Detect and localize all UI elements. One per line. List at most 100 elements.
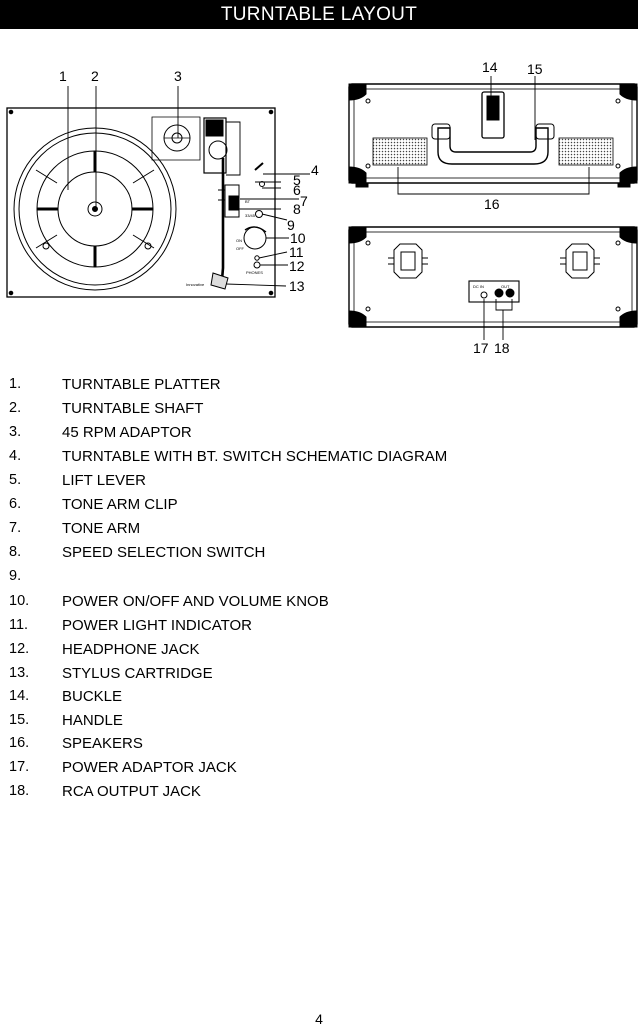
part-name: LIFT LEVER — [62, 472, 146, 489]
list-item: 4. TURNTABLE WITH BT. SWITCH SCHEMATIC D… — [0, 448, 638, 470]
callout-1: 1 — [59, 68, 67, 84]
callout-3: 3 — [174, 68, 182, 84]
part-name: 45 RPM ADAPTOR — [62, 424, 192, 441]
part-number: 5. — [9, 472, 22, 488]
platter-icon — [13, 127, 177, 291]
part-name: TURNTABLE WITH BT. SWITCH SCHEMATIC DIAG… — [62, 448, 448, 465]
headphone-jack-icon — [253, 261, 261, 269]
list-item: 12. HEADPHONE JACK — [0, 641, 638, 663]
part-number: 18. — [9, 783, 30, 799]
list-item: 6. TONE ARM CLIP — [0, 496, 638, 518]
part-number: 1. — [9, 376, 22, 392]
brand-label: Innovative — [186, 282, 205, 287]
power-light-icon — [254, 255, 260, 261]
list-item: 17. POWER ADAPTOR JACK — [0, 759, 638, 781]
part-name: HEADPHONE JACK — [62, 641, 200, 658]
part-name: SPEAKERS — [62, 735, 143, 752]
callout-8: 8 — [293, 201, 301, 217]
speed-switch-icon — [255, 210, 263, 218]
list-item: 2. TURNTABLE SHAFT — [0, 400, 638, 422]
page-number: 4 — [315, 1011, 323, 1027]
speaker-right-icon — [558, 137, 614, 166]
foot-right-icon — [560, 243, 600, 279]
part-name: POWER LIGHT INDICATOR — [62, 617, 253, 634]
turntable-top-view — [6, 107, 276, 298]
power-jack-icon — [480, 291, 488, 299]
cartridge-icon — [210, 272, 229, 290]
callout-4: 4 — [311, 162, 319, 178]
volume-knob-icon — [243, 226, 267, 250]
part-name: SPEED SELECTION SWITCH — [62, 544, 266, 561]
list-item: 1. TURNTABLE PLATTER — [0, 376, 638, 398]
callout-leaders — [67, 86, 310, 287]
list-item: 13. STYLUS CARTRIDGE — [0, 665, 638, 687]
callout-17: 17 — [473, 340, 489, 356]
adaptor-icon — [151, 116, 201, 161]
handle-icon — [437, 127, 549, 165]
case-front-view — [348, 83, 638, 188]
list-item: 3. 45 RPM ADAPTOR — [0, 424, 638, 446]
turntable-diagram: 33/45 BT ON OFF PHONES Innovative 1 2 3 … — [6, 59, 638, 356]
part-number: 3. — [9, 424, 22, 440]
callout-18: 18 — [494, 340, 510, 356]
phones-label: PHONES — [246, 270, 263, 275]
speaker-left-icon — [372, 137, 428, 166]
list-item: 7. TONE ARM — [0, 520, 638, 542]
callout-5: 5 — [293, 172, 301, 188]
part-name: POWER ADAPTOR JACK — [62, 759, 237, 776]
callout-11: 11 — [289, 244, 304, 260]
part-number: 8. — [9, 544, 22, 560]
list-item: 5. LIFT LEVER — [0, 472, 638, 494]
part-name: HANDLE — [62, 712, 123, 729]
part-name: TONE ARM CLIP — [62, 496, 178, 513]
part-number: 12. — [9, 641, 30, 657]
callout-12: 12 — [289, 258, 305, 274]
buckle-icon — [481, 91, 505, 139]
jack-left-label: DC IN — [473, 284, 484, 289]
part-name: POWER ON/OFF AND VOLUME KNOB — [62, 593, 329, 610]
list-item: 15. HANDLE — [0, 712, 638, 734]
part-number: 13. — [9, 665, 30, 681]
lift-lever-icon — [254, 162, 264, 171]
list-item: 8. SPEED SELECTION SWITCH — [0, 544, 638, 566]
jack-right-label: OUT — [501, 284, 510, 289]
off-text: OFF — [236, 246, 245, 251]
header-bar — [0, 0, 638, 29]
part-number: 15. — [9, 712, 30, 728]
part-number: 4. — [9, 448, 22, 464]
list-item: 18. RCA OUTPUT JACK — [0, 783, 638, 805]
list-item: 11. POWER LIGHT INDICATOR — [0, 617, 638, 639]
part-number: 7. — [9, 520, 22, 536]
case-back-view — [348, 226, 638, 328]
switch-label: BT — [245, 199, 251, 204]
part-number: 16. — [9, 735, 30, 751]
foot-left-icon — [388, 243, 428, 279]
part-number: 11. — [9, 617, 29, 633]
rca-right-icon — [505, 288, 515, 298]
part-number: 9. — [9, 568, 22, 584]
part-number: 2. — [9, 400, 22, 416]
callout-13: 13 — [289, 278, 305, 294]
callout-2: 2 — [91, 68, 99, 84]
callout-9: 9 — [287, 217, 295, 233]
part-number: 10. — [9, 593, 30, 609]
callout-6: 6 — [293, 182, 301, 198]
callout-16: 16 — [484, 196, 500, 212]
speed-label: 33/45 — [245, 213, 256, 218]
part-name: STYLUS CARTRIDGE — [62, 665, 213, 682]
part-number: 17. — [9, 759, 30, 775]
part-number: 6. — [9, 496, 22, 512]
list-item: 16. SPEAKERS — [0, 735, 638, 757]
callout-10: 10 — [290, 230, 306, 246]
list-item: 9. — [0, 568, 638, 590]
part-name: TURNTABLE PLATTER — [62, 376, 221, 393]
tonearm-icon — [220, 158, 225, 281]
part-name: BUCKLE — [62, 688, 123, 705]
part-name: TONE ARM — [62, 520, 141, 537]
jack-panel — [468, 280, 520, 303]
part-name: RCA OUTPUT JACK — [62, 783, 201, 800]
rca-left-icon — [494, 288, 504, 298]
tonearm-base-icon — [203, 117, 241, 218]
callout-7: 7 — [300, 193, 308, 209]
power-text: ON — [236, 238, 242, 243]
